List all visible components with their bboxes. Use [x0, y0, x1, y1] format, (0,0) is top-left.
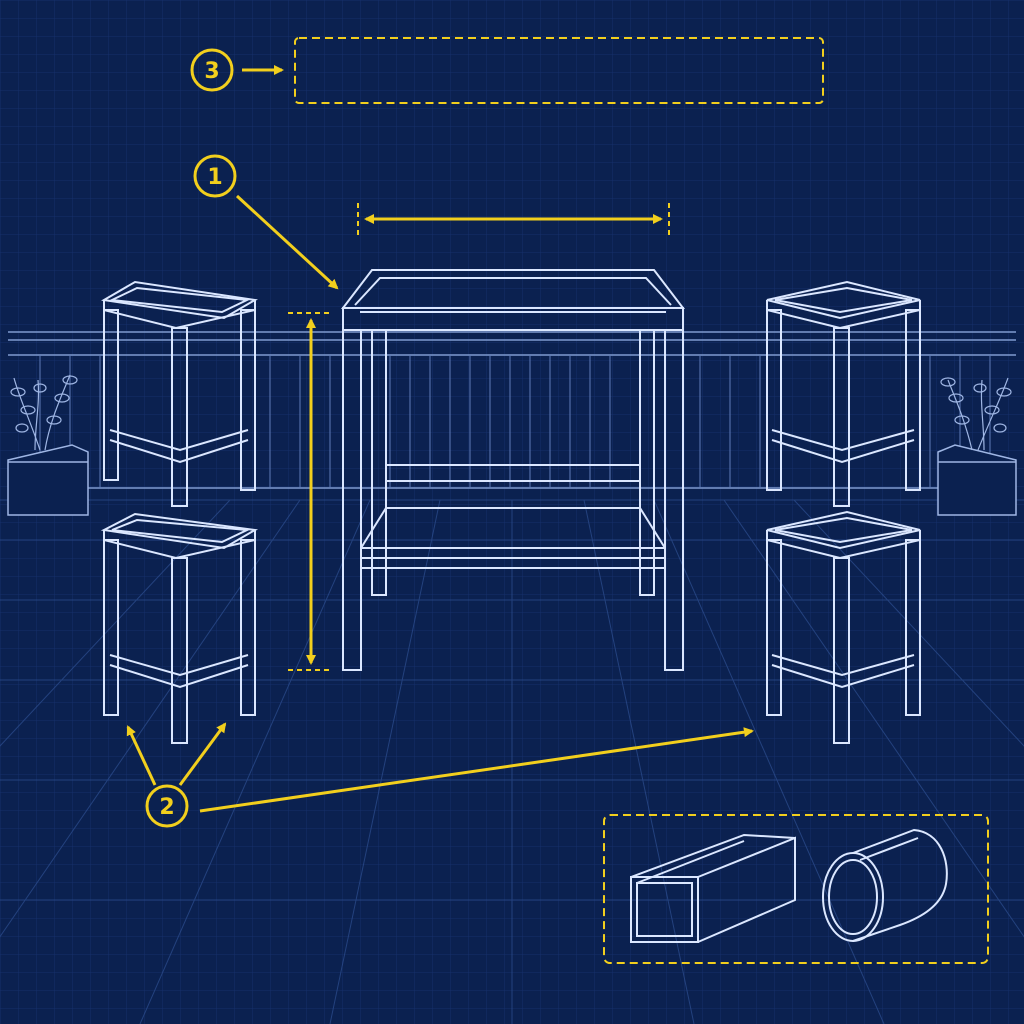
floor-tiles: [0, 499, 1024, 1024]
bar-table: [340, 269, 686, 671]
materials-inset: [603, 814, 989, 964]
stool-back-left: [101, 280, 258, 507]
planter-right: [937, 377, 1017, 516]
stool-back-right: [766, 280, 921, 507]
callout-1-number: 1: [207, 165, 222, 190]
callout-3: 3: [190, 48, 284, 92]
planter-left: [7, 374, 89, 516]
callout-2: 2: [126, 722, 754, 828]
round-tube-icon: [822, 828, 948, 942]
callout-1: 1: [193, 154, 339, 290]
stool-front-right: [766, 510, 921, 744]
callout-3-number: 3: [204, 59, 219, 84]
label-box: [294, 37, 824, 104]
callout-2-number: 2: [159, 795, 174, 820]
square-tube-icon: [630, 833, 796, 943]
width-dimension: [357, 203, 670, 238]
stool-front-left: [100, 512, 259, 744]
height-dimension: [288, 312, 332, 671]
